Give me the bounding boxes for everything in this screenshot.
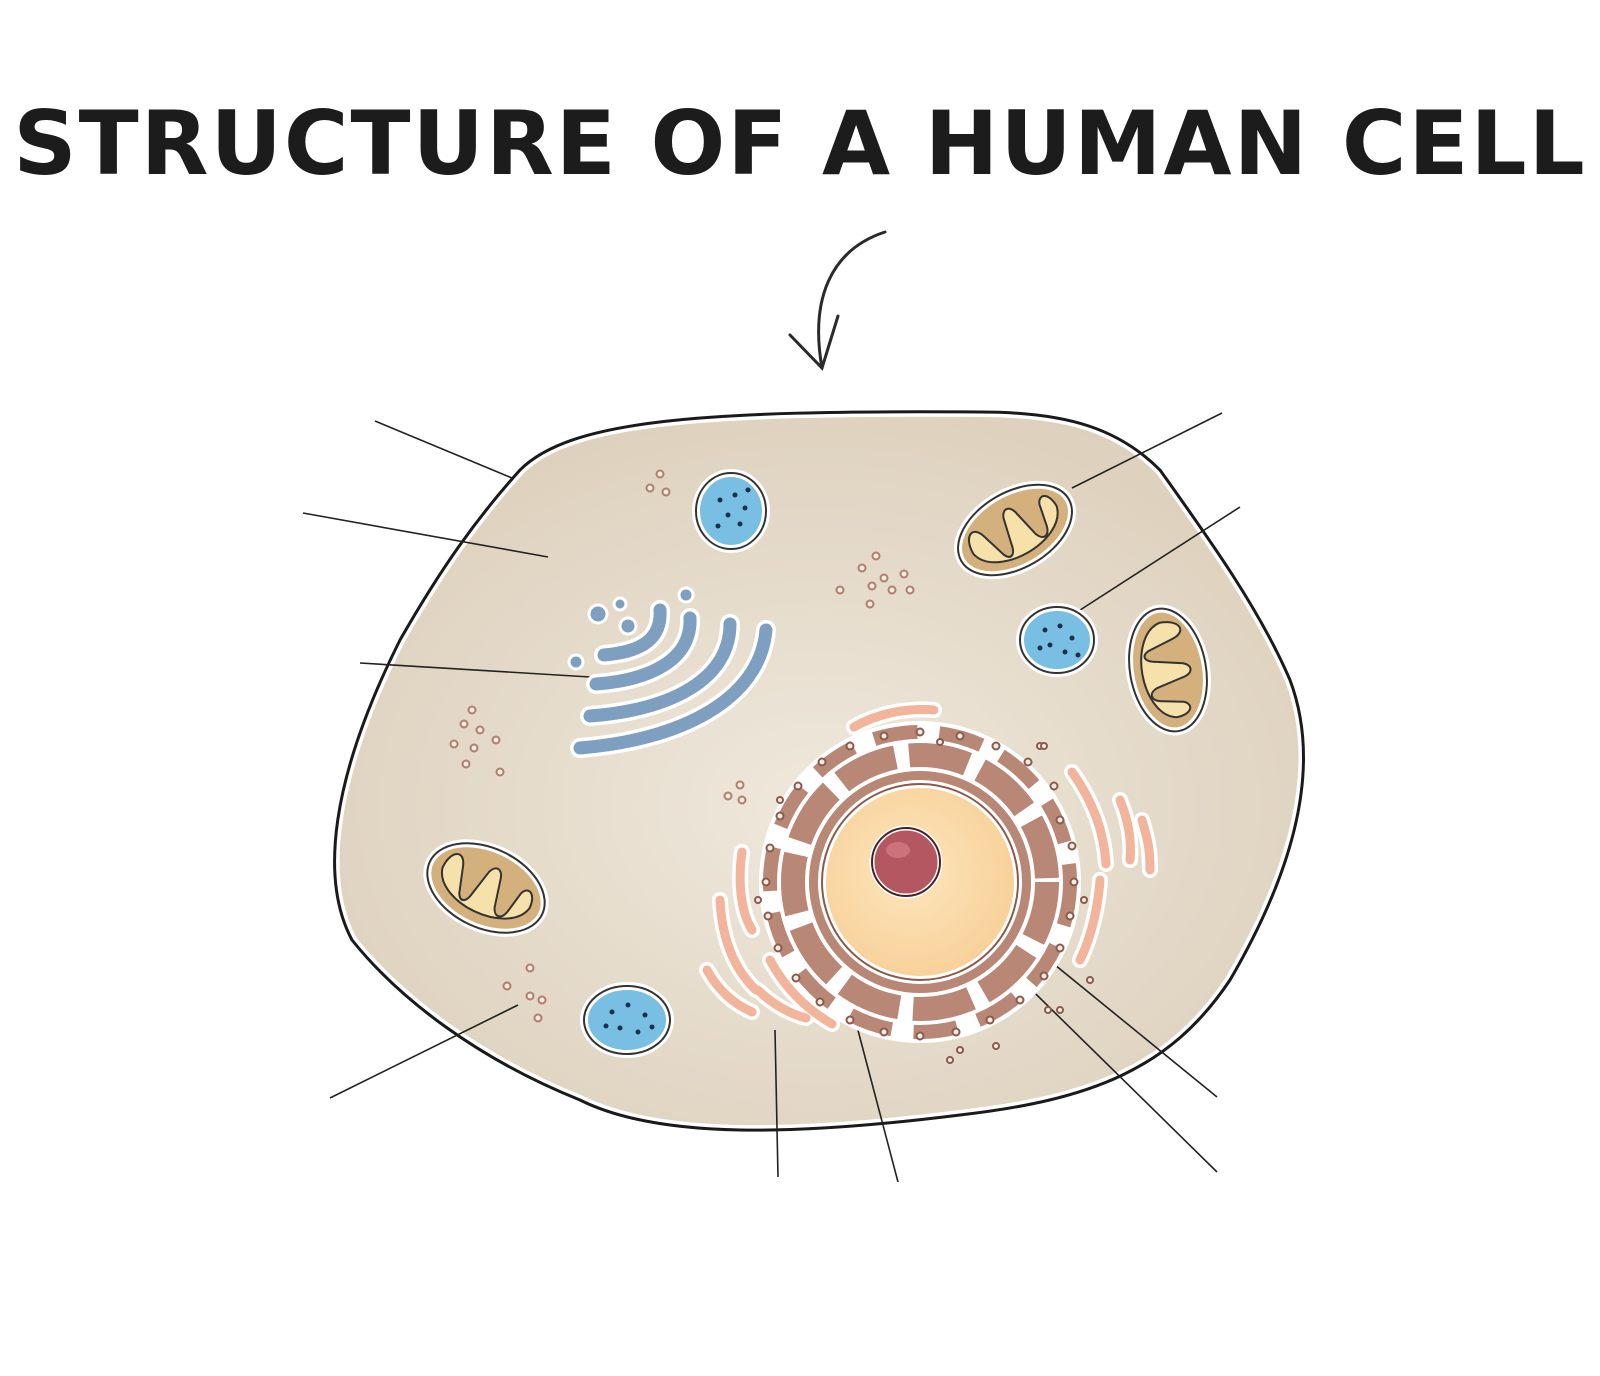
mitochondrion-icon	[954, 480, 1076, 580]
cytoplasm	[333, 410, 1305, 1132]
ribosome-icon	[449, 469, 915, 1023]
leader-line-cytoplasm	[302, 512, 549, 558]
leader-line-mitochondrion	[1071, 412, 1223, 489]
leader-line-golgi	[359, 662, 591, 678]
nucleolus-icon	[869, 825, 943, 899]
vesicle-icon	[1016, 603, 1098, 677]
rough-endoplasmic-reticulum-icon	[754, 721, 1094, 1064]
leader-line-lysosome	[1076, 506, 1241, 613]
golgi-apparatus-icon	[567, 586, 776, 758]
leader-line-membrane	[374, 420, 513, 479]
leader-line-vesicles	[329, 1004, 519, 1099]
vesicle-icon	[580, 982, 674, 1058]
leader-line-smooth-er	[774, 1029, 779, 1178]
curved-arrow-icon	[788, 230, 887, 371]
mitochondrion-icon	[1125, 604, 1211, 736]
vesicle-icon	[692, 469, 770, 553]
mitochondrion-icon	[423, 839, 549, 937]
diagram-title: STRUCTURE OF A HUMAN CELL	[13, 92, 1587, 195]
